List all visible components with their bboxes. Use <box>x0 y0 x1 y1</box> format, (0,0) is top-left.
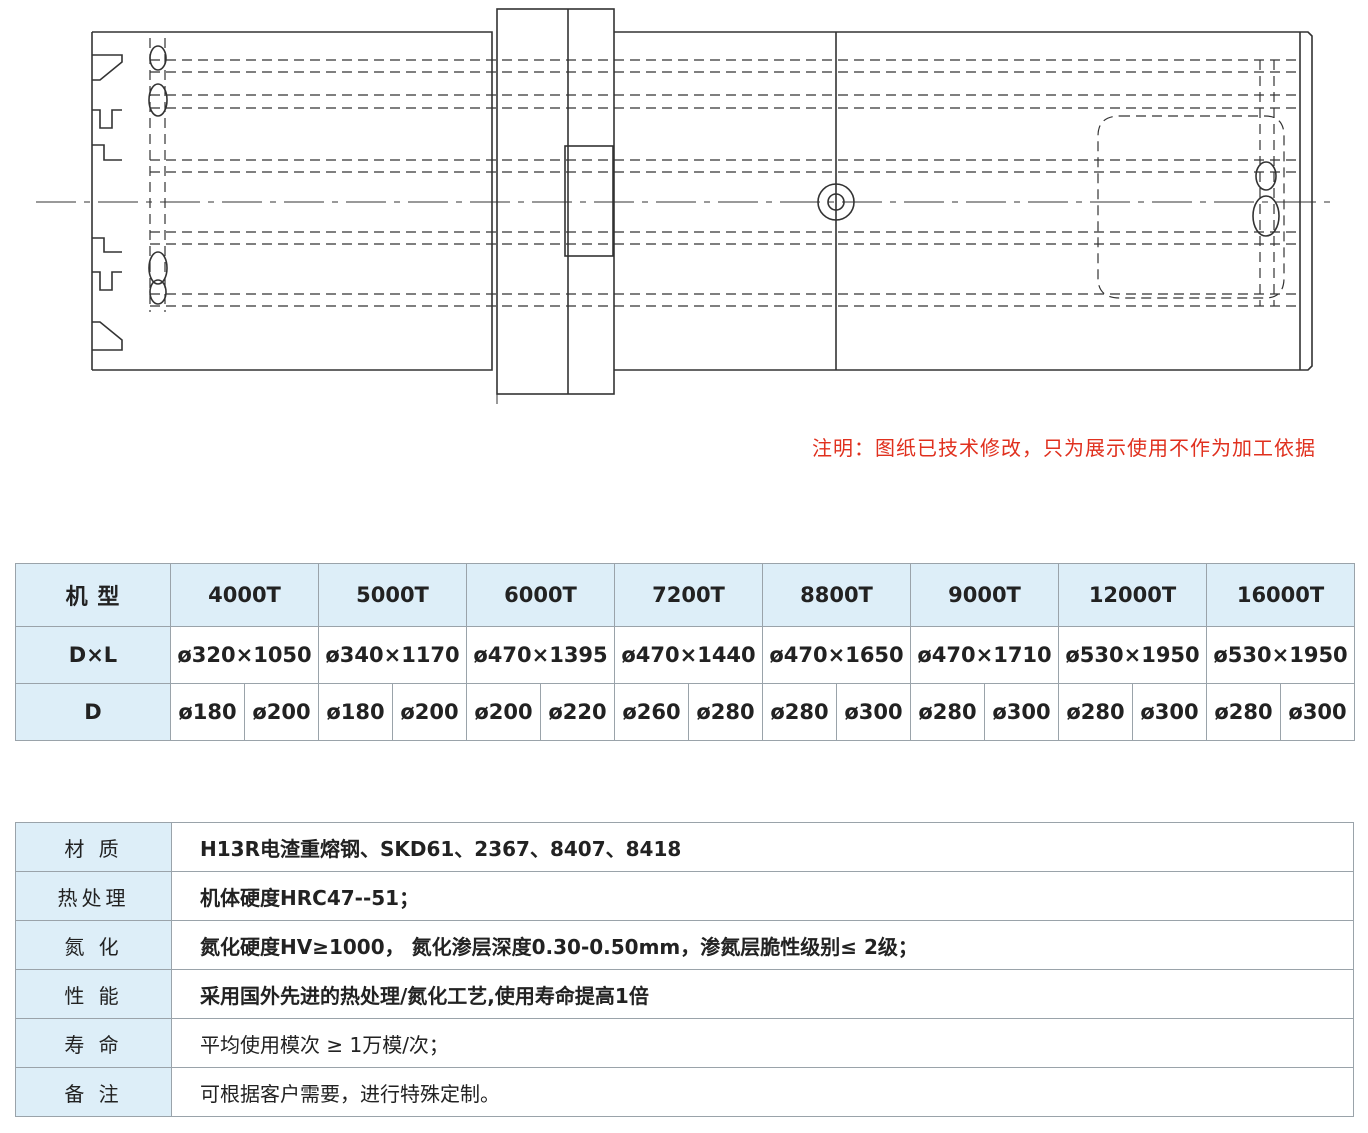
dxl-cell: ø340×1170 <box>318 626 467 684</box>
note-text: 注明：图纸已技术修改，只为展示使用不作为加工依据 <box>812 436 1316 460</box>
dxl-cell: ø320×1050 <box>170 626 319 684</box>
d-cell: ø200 <box>466 683 541 741</box>
d-cell: ø180 <box>170 683 245 741</box>
property-row: 材 质 H13R电渣重熔钢、SKD61、2367、8407、8418 <box>15 822 1354 872</box>
property-row: 氮 化 氮化硬度HV≥1000， 氮化渗层深度0.30-0.50mm，渗氮层脆性… <box>15 920 1354 970</box>
property-label: 寿 命 <box>15 1018 172 1068</box>
dxl-cell: ø530×1950 <box>1057 626 1208 684</box>
dxl-cell: ø470×1710 <box>910 626 1059 684</box>
model-cell: 9000T <box>910 563 1059 627</box>
technical-drawing <box>36 8 1330 404</box>
model-cell: 7200T <box>614 563 763 627</box>
dxl-cell: ø470×1395 <box>466 626 615 684</box>
d-cell: ø300 <box>984 683 1059 741</box>
property-value: 采用国外先进的热处理/氮化工艺,使用寿命提高1倍 <box>171 969 1354 1019</box>
property-value: 可根据客户需要，进行特殊定制。 <box>171 1067 1354 1117</box>
property-value: 氮化硬度HV≥1000， 氮化渗层深度0.30-0.50mm，渗氮层脆性级别≤ … <box>171 920 1354 970</box>
d-cell: ø180 <box>318 683 393 741</box>
d-cell: ø280 <box>1058 683 1133 741</box>
d-label: D <box>15 683 171 741</box>
property-row: 寿 命 平均使用模次 ≥ 1万模/次； <box>15 1018 1354 1068</box>
model-cell: 5000T <box>318 563 467 627</box>
model-cell: 12000T <box>1057 563 1208 627</box>
d-cell: ø280 <box>910 683 985 741</box>
property-row: 热处理 机体硬度HRC47--51； <box>15 871 1354 921</box>
property-row: 性 能 采用国外先进的热处理/氮化工艺,使用寿命提高1倍 <box>15 969 1354 1019</box>
dxl-cell: ø530×1950 <box>1206 626 1356 684</box>
property-label: 性 能 <box>15 969 172 1019</box>
d-cell: ø280 <box>762 683 837 741</box>
model-cell: 8800T <box>762 563 911 627</box>
dxl-cell: ø470×1650 <box>762 626 911 684</box>
property-value: 平均使用模次 ≥ 1万模/次； <box>171 1018 1354 1068</box>
model-cell: 16000T <box>1206 563 1356 627</box>
d-cell: ø200 <box>392 683 467 741</box>
d-cell: ø200 <box>244 683 319 741</box>
model-cell: 6000T <box>466 563 615 627</box>
properties-table: 材 质 H13R电渣重熔钢、SKD61、2367、8407、8418 热处理 机… <box>15 822 1354 1117</box>
property-value: H13R电渣重熔钢、SKD61、2367、8407、8418 <box>171 822 1354 872</box>
model-cell: 4000T <box>170 563 319 627</box>
d-cell: ø300 <box>1131 683 1208 741</box>
spec-table: 机 型 4000T 5000T 6000T 7200T 8800T 9000T … <box>15 563 1356 741</box>
property-row: 备 注 可根据客户需要，进行特殊定制。 <box>15 1067 1354 1117</box>
property-label: 氮 化 <box>15 920 172 970</box>
d-cell: ø300 <box>1280 683 1356 741</box>
d-cell: ø280 <box>1206 683 1282 741</box>
d-cell: ø260 <box>614 683 689 741</box>
machine-type-label: 机 型 <box>15 563 171 627</box>
property-label: 备 注 <box>15 1067 172 1117</box>
d-cell: ø300 <box>836 683 911 741</box>
dxl-cell: ø470×1440 <box>614 626 763 684</box>
dxl-label: D×L <box>15 626 171 684</box>
d-cell: ø280 <box>688 683 763 741</box>
property-label: 材 质 <box>15 822 172 872</box>
d-cell: ø220 <box>540 683 615 741</box>
property-value: 机体硬度HRC47--51； <box>171 871 1354 921</box>
property-label: 热处理 <box>15 871 172 921</box>
